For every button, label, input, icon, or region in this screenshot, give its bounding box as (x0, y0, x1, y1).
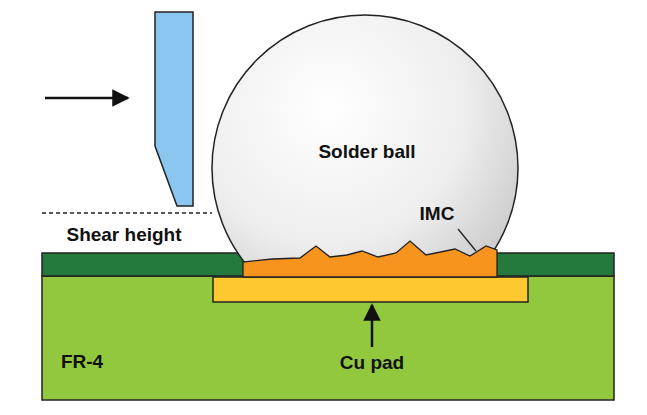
region-label: Solder ball (318, 141, 415, 163)
dimension-label: Shear height (66, 224, 181, 246)
shear-height-line (42, 212, 212, 213)
motion-arrow (45, 97, 128, 100)
part-label: Cu pad (340, 352, 404, 374)
callout-arrow (371, 305, 374, 347)
ball-region: Solder ball (311, 136, 422, 168)
leader-line (458, 229, 476, 251)
shear-tool (155, 12, 193, 206)
solder-ball (212, 15, 518, 262)
imc-layer (243, 241, 497, 277)
substrate-region: FR-4 (54, 346, 110, 378)
region-label: FR-4 (61, 351, 103, 373)
fr4-substrate (42, 276, 614, 400)
part-label: IMC (420, 203, 455, 225)
cu-pad (213, 277, 528, 302)
